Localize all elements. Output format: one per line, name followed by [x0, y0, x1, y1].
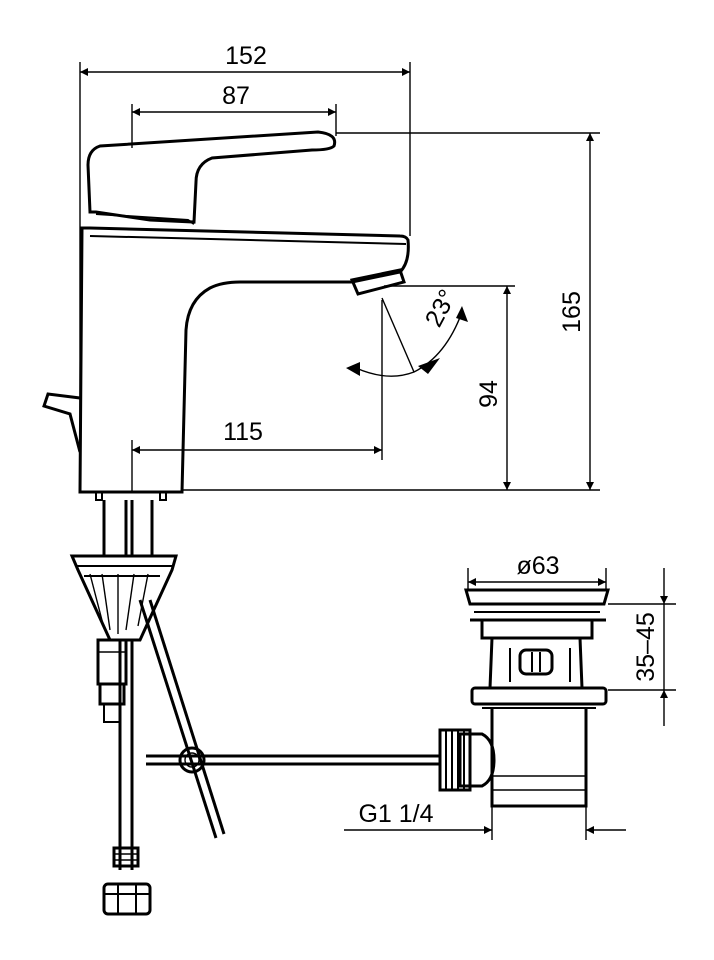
- mounting-assembly: [69, 554, 440, 916]
- faucet: [42, 130, 410, 556]
- lever-handle: [86, 130, 337, 224]
- dim-spout-height: 94: [475, 380, 503, 408]
- dim-spout-reach: 115: [223, 418, 263, 446]
- aerator: [349, 268, 406, 296]
- dim-thread: G1 1/4: [358, 800, 433, 828]
- drain-plug: [464, 588, 610, 606]
- pop-up-lever: [42, 392, 82, 453]
- drain-slot: [518, 648, 554, 676]
- dim-lever-width: 87: [222, 82, 250, 110]
- waste-drain: [438, 588, 610, 808]
- faucet-body: [78, 226, 410, 494]
- dim-overall-width: 152: [225, 42, 267, 70]
- dim-drain-adjust: 35–45: [632, 612, 660, 682]
- drain-side-nut: [438, 728, 472, 792]
- rod-clip: [178, 746, 206, 774]
- dim-lever-angle: 23°: [420, 285, 462, 332]
- dim-drain-diameter: ø63: [516, 552, 559, 580]
- mounting-cone: [69, 554, 178, 642]
- dim-overall-height: 165: [558, 291, 586, 333]
